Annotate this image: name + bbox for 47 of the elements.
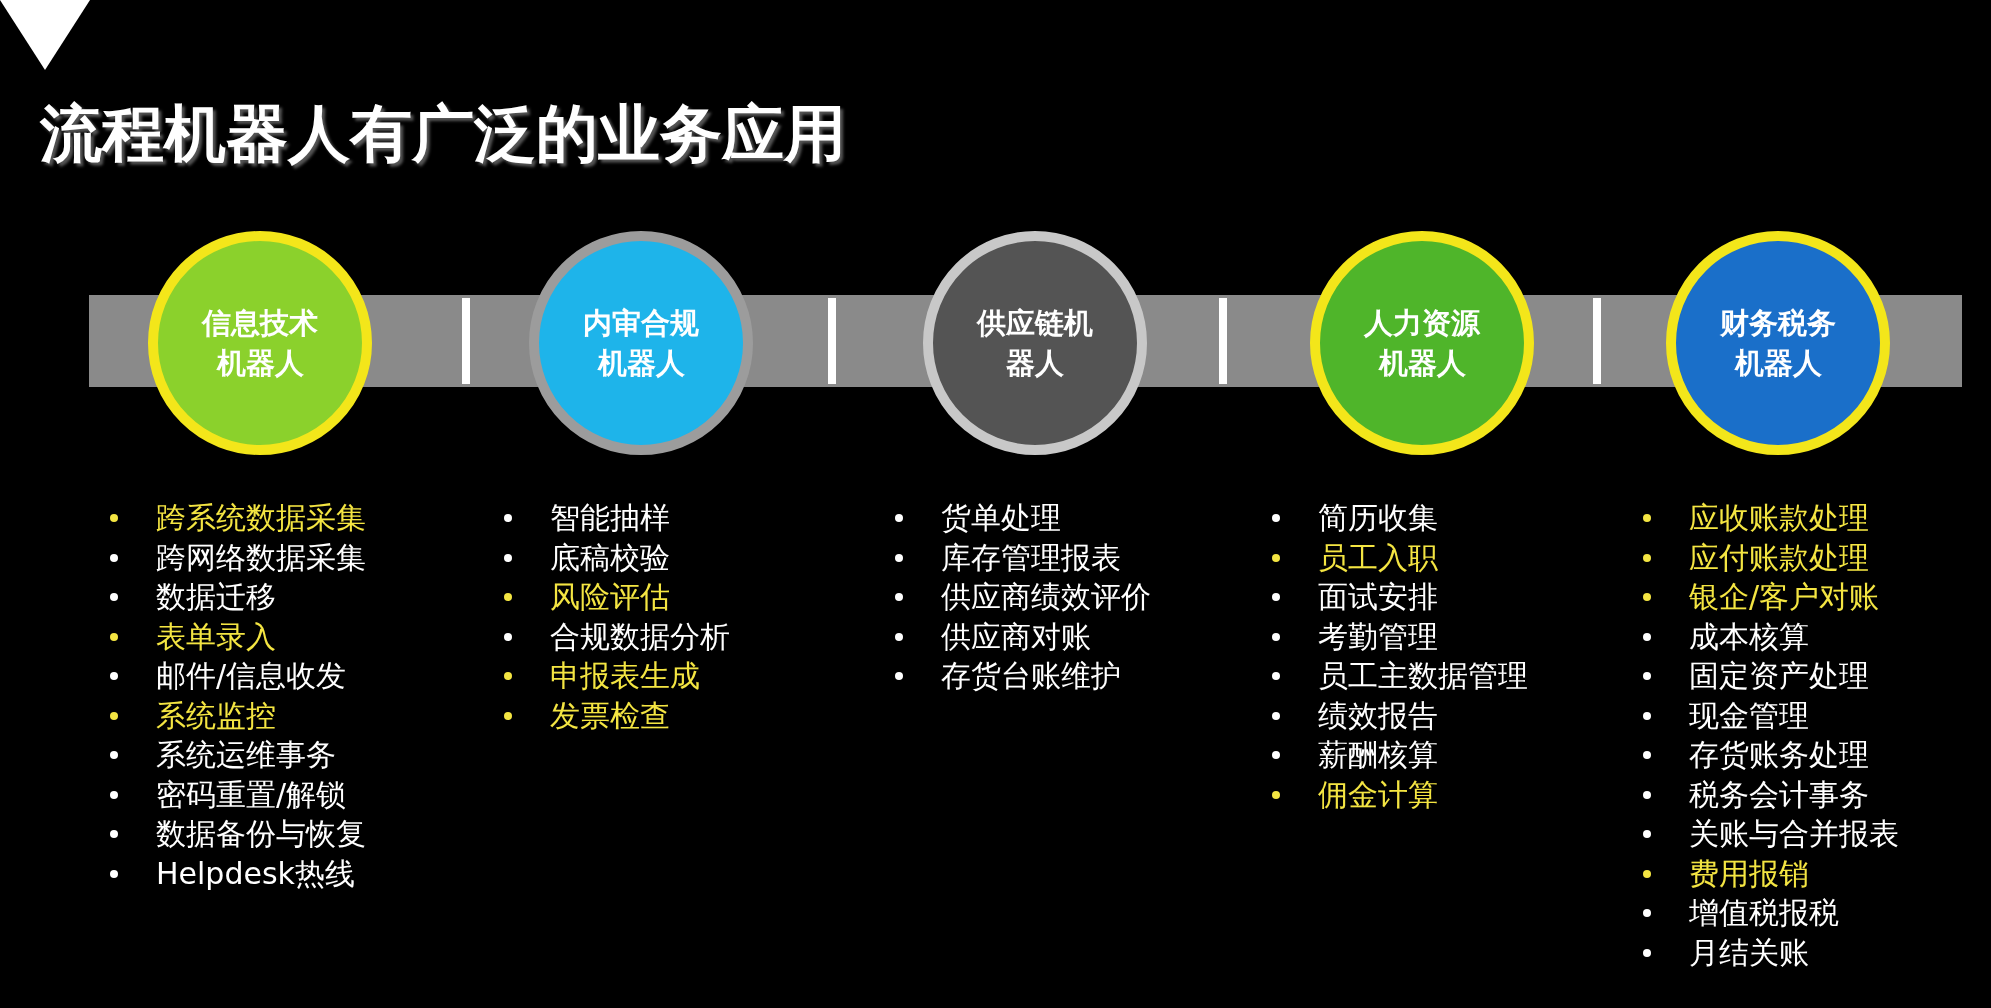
list-item: 员工主数据管理 <box>1318 658 1528 694</box>
list-item: Helpdesk热线 <box>156 855 355 892</box>
list-item: 增值税报税 <box>1689 895 1839 931</box>
list-item: 底稿校验 <box>550 539 670 576</box>
list-item: 跨系统数据采集 <box>156 500 366 536</box>
list-item: 面试安排 <box>1318 579 1438 615</box>
list-item: 合规数据分析 <box>550 618 730 655</box>
list-item: 固定资产处理 <box>1689 658 1869 694</box>
category-label: 供应链机器人 <box>975 305 1094 382</box>
list-item: 费用报销 <box>1689 855 1809 892</box>
list-item: 薪酬核算 <box>1318 737 1438 773</box>
list-item: 密码重置/解锁 <box>156 776 347 813</box>
list-item: 数据备份与恢复 <box>156 816 366 852</box>
list-item: 风险评估 <box>550 579 670 615</box>
list-item: 应收账款处理 <box>1689 500 1869 536</box>
list-item: 成本核算 <box>1689 618 1809 655</box>
list-item: 存货账务处理 <box>1689 737 1869 773</box>
category-label: 财务税务机器人 <box>1719 305 1837 382</box>
list-item: 存货台账维护 <box>941 658 1121 694</box>
list-item: 银企/客户对账 <box>1689 579 1880 615</box>
list-item: 简历收集 <box>1318 500 1438 536</box>
list-item: 库存管理报表 <box>941 539 1121 576</box>
list-item: 现金管理 <box>1689 697 1809 734</box>
list-item: 跨网络数据采集 <box>156 539 366 576</box>
list-item: 应付账款处理 <box>1689 539 1869 576</box>
list-item: 月结关账 <box>1689 934 1809 971</box>
list-item: 申报表生成 <box>550 658 700 694</box>
list-item: 供应商绩效评价 <box>941 579 1151 615</box>
list-item: 关账与合并报表 <box>1689 816 1899 852</box>
list-item: 员工入职 <box>1318 539 1438 576</box>
category-label: 信息技术机器人 <box>200 305 319 382</box>
list-item: 系统监控 <box>156 697 276 734</box>
slide-title: 流程机器人有广泛的业务应用 <box>40 96 846 172</box>
list-item: 邮件/信息收发 <box>156 658 347 694</box>
category-label: 内审合规机器人 <box>582 305 700 382</box>
list-item: 智能抽样 <box>550 500 670 536</box>
list-item: 绩效报告 <box>1318 697 1438 734</box>
category-label: 人力资源机器人 <box>1363 305 1481 382</box>
list-item: 表单录入 <box>156 618 276 655</box>
list-item: 系统运维事务 <box>156 737 336 773</box>
list-item: 供应商对账 <box>941 618 1091 655</box>
list-item: 货单处理 <box>941 500 1061 536</box>
list-item: 佣金计算 <box>1318 776 1438 813</box>
list-item: 数据迁移 <box>156 579 276 615</box>
list-item: 税务会计事务 <box>1689 776 1869 813</box>
list-item: 考勤管理 <box>1318 618 1438 655</box>
list-item: 发票检查 <box>550 697 670 734</box>
